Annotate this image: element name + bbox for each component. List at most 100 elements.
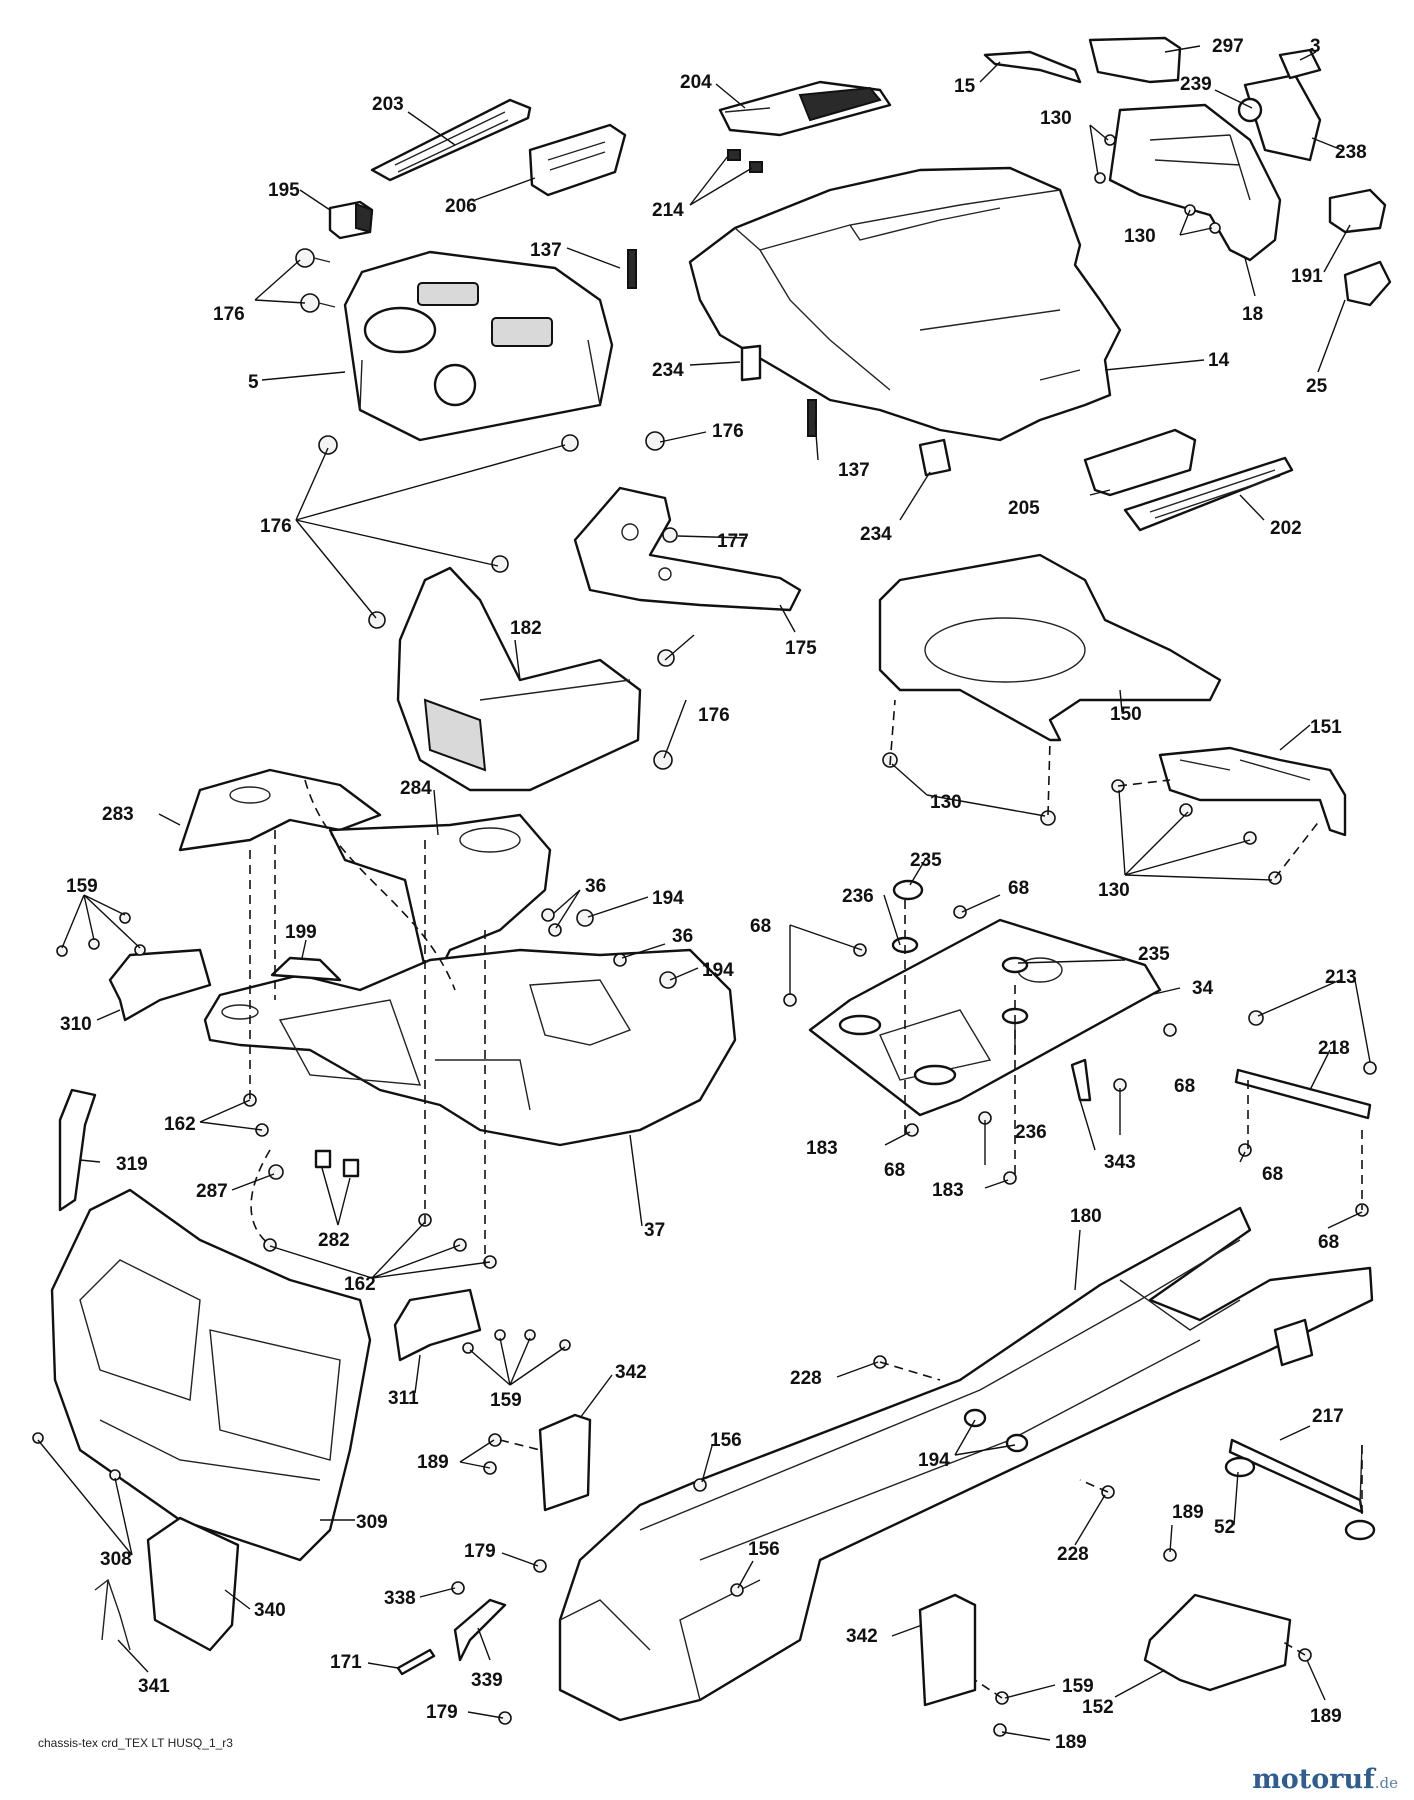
dash-trim-203: [370, 98, 532, 182]
callout-203: 203: [372, 94, 404, 115]
callout-labels: 203 204 206 195 176 5 176 176 176 214 13…: [60, 36, 1367, 1753]
callout-194: 194: [652, 888, 684, 909]
bar-218: [1234, 1068, 1372, 1120]
callout-34: 34: [1192, 978, 1214, 999]
callout-234: 234: [860, 524, 892, 545]
clips-282: [314, 1149, 360, 1178]
bracket-175: [573, 486, 802, 612]
bolts-159-left: [56, 912, 146, 957]
callout-15: 15: [954, 76, 976, 97]
callout-180: 180: [1070, 1206, 1102, 1227]
cover-283: [178, 768, 382, 852]
bolt-338: [451, 1581, 465, 1595]
plate-342-lower: [918, 1593, 977, 1707]
callout-343: 343: [1104, 1152, 1136, 1173]
callout-189: 189: [1055, 1732, 1087, 1753]
callout-202: 202: [1270, 518, 1302, 539]
brand-logo[interactable]: motoruf.de: [1252, 1764, 1398, 1795]
callout-228: 228: [1057, 1544, 1089, 1565]
callout-176: 176: [260, 516, 292, 537]
callout-308: 308: [100, 1549, 132, 1570]
callout-234: 234: [652, 360, 684, 381]
callout-130: 130: [1098, 880, 1130, 901]
strip-15: [983, 50, 1082, 84]
clip-343: [1070, 1058, 1092, 1102]
bracket-238: [1243, 73, 1322, 162]
callout-159: 159: [66, 876, 98, 897]
callout-14: 14: [1208, 350, 1230, 371]
callout-52: 52: [1214, 1517, 1235, 1538]
callout-183: 183: [932, 1180, 964, 1201]
screw-130-mid: [882, 752, 1056, 826]
callout-176: 176: [712, 421, 744, 442]
callout-236: 236: [1015, 1122, 1047, 1143]
callout-37: 37: [644, 1220, 665, 1241]
callout-238: 238: [1335, 142, 1367, 163]
bracket-310: [108, 948, 212, 1022]
push-rivet-176-set: [295, 248, 675, 770]
callout-176: 176: [213, 304, 245, 325]
callout-283: 283: [102, 804, 134, 825]
block-297: [1088, 36, 1182, 84]
callout-189: 189: [1172, 1502, 1204, 1523]
callout-162: 162: [164, 1114, 196, 1135]
nut-287: [268, 1164, 284, 1180]
callout-176: 176: [698, 705, 730, 726]
callout-159: 159: [1062, 1676, 1094, 1697]
callout-151: 151: [1310, 717, 1342, 738]
callout-218: 218: [1318, 1038, 1350, 1059]
callout-189: 189: [417, 1452, 449, 1473]
callout-68: 68: [1262, 1164, 1283, 1185]
callout-342: 342: [846, 1626, 878, 1647]
dash-lower-182: [396, 566, 642, 792]
bolts-159-mid: [462, 1329, 571, 1354]
panel-340: [146, 1516, 240, 1652]
callout-194: 194: [702, 960, 734, 981]
callout-194: 194: [918, 1450, 950, 1471]
callout-177: 177: [717, 531, 749, 552]
callout-235: 235: [1138, 944, 1170, 965]
callout-171: 171: [330, 1652, 362, 1673]
nuts-179: [498, 1559, 547, 1725]
bolts-156: [693, 1478, 744, 1597]
bolts-36-and-nuts-194: [541, 908, 677, 989]
callout-152: 152: [1082, 1697, 1114, 1718]
fender-37: [203, 948, 737, 1147]
callout-338: 338: [384, 1588, 416, 1609]
emblem-137-a: [627, 249, 637, 289]
callout-282: 282: [318, 1230, 350, 1251]
callout-179: 179: [426, 1702, 458, 1723]
callout-297: 297: [1212, 36, 1244, 57]
callout-25: 25: [1306, 376, 1328, 397]
callout-342: 342: [615, 1362, 647, 1383]
flap-25: [1343, 260, 1392, 307]
callout-339: 339: [471, 1670, 503, 1691]
callout-236: 236: [842, 886, 874, 907]
dash-panel-5: [343, 250, 614, 442]
callout-217: 217: [1312, 1406, 1344, 1427]
callout-213: 213: [1325, 967, 1357, 988]
knob-195: [328, 200, 374, 240]
grille-18: [1108, 103, 1282, 262]
assembly-lines: [249, 699, 1363, 1699]
clip-199: [270, 956, 342, 982]
callout-182: 182: [510, 618, 542, 639]
callout-130: 130: [1124, 226, 1156, 247]
callout-195: 195: [268, 180, 300, 201]
callout-311: 311: [388, 1388, 419, 1409]
clip-214-pair: [727, 149, 763, 173]
screw-130-hood: [1094, 134, 1221, 234]
rod-217: [1228, 1438, 1364, 1514]
callout-239: 239: [1180, 74, 1212, 95]
panel-cover-206: [528, 123, 627, 197]
callout-309: 309: [356, 1512, 388, 1533]
callout-340: 340: [254, 1600, 286, 1621]
callout-68: 68: [1008, 878, 1029, 899]
bolts-159-lower: [993, 1691, 1009, 1737]
leader-lines: [37, 45, 1371, 1741]
guard-152: [1143, 1593, 1292, 1692]
hood-14: [688, 166, 1122, 442]
vent-205: [1083, 428, 1197, 497]
brand-logo-name: motoruf: [1252, 1764, 1375, 1795]
